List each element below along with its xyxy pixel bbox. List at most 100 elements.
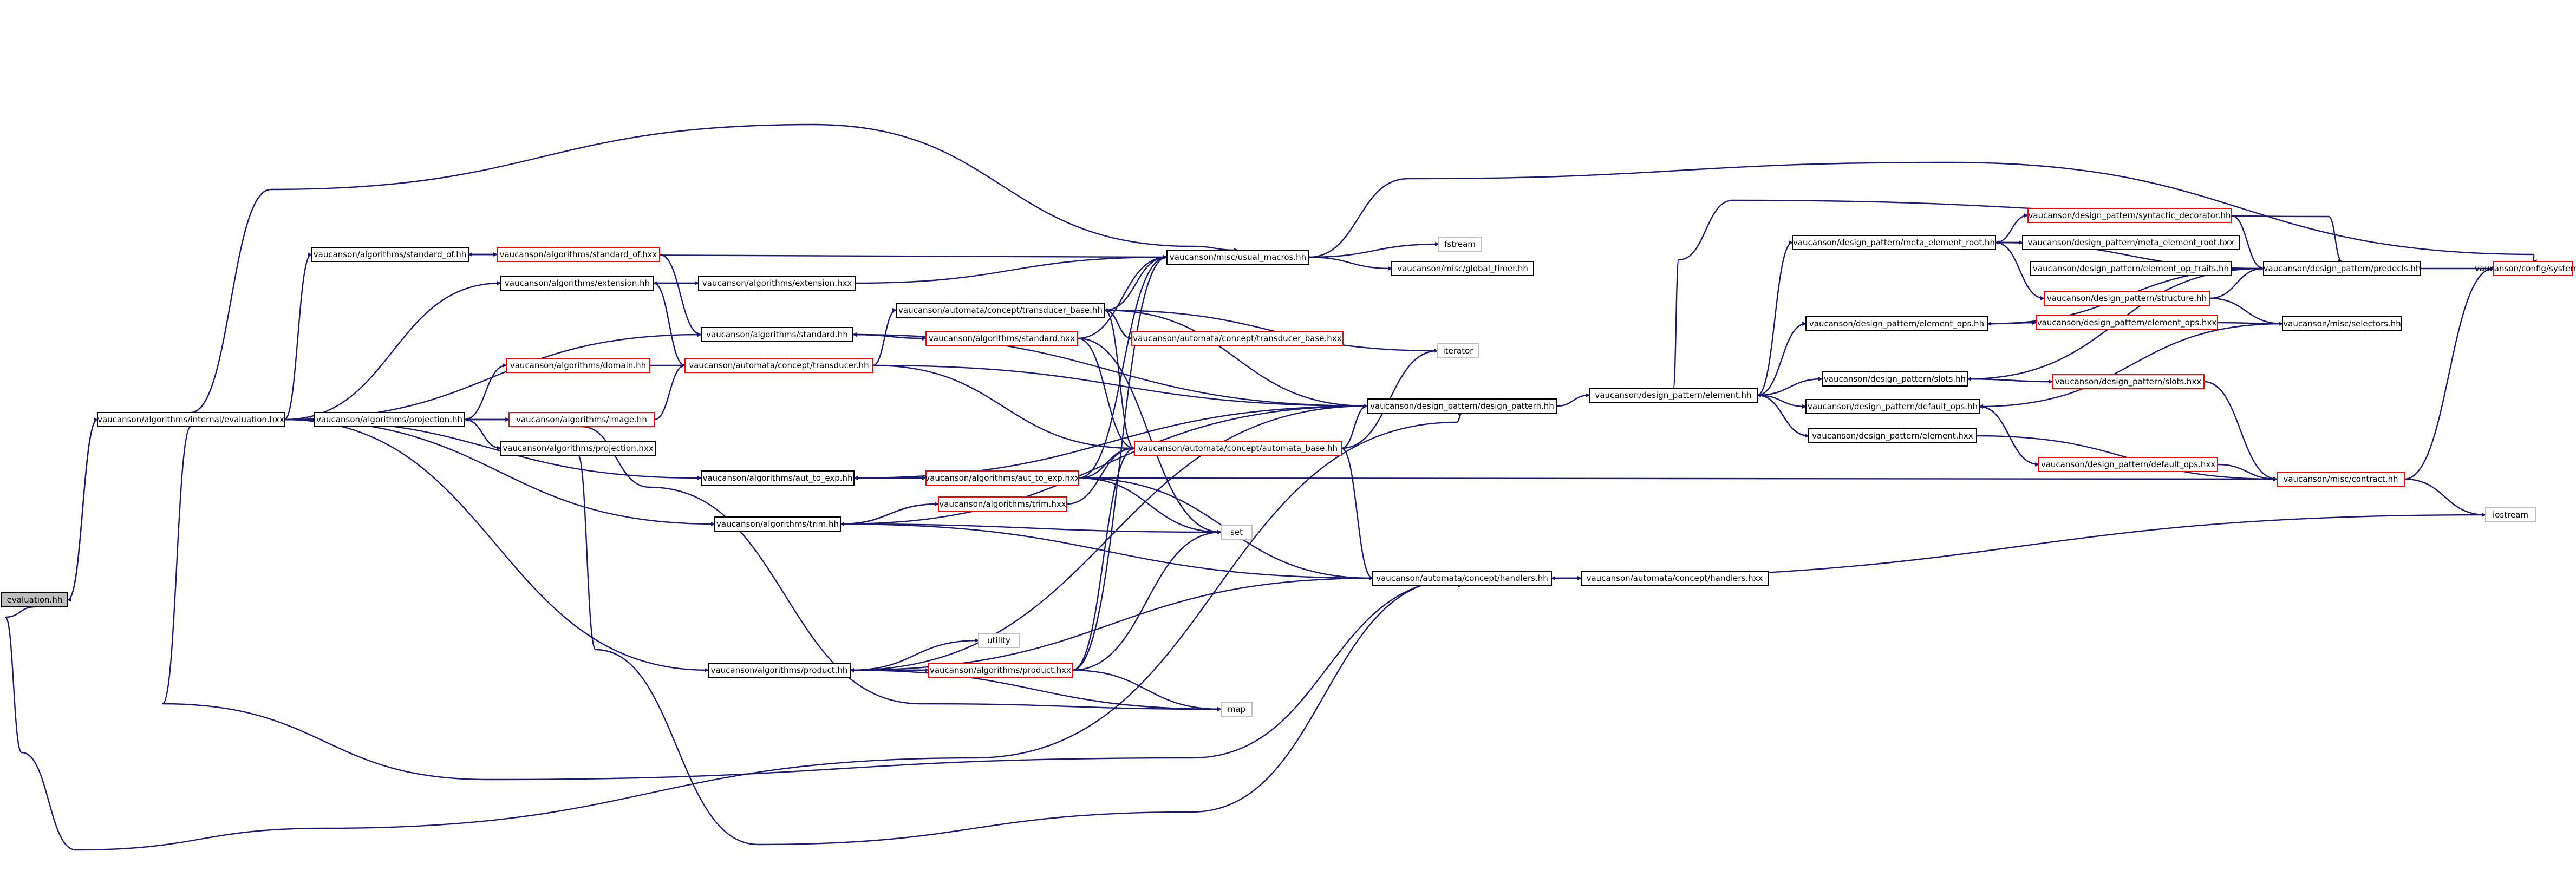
include-edge — [1077, 337, 1135, 450]
node-label: vaucanson/algorithms/product.hxx — [930, 665, 1071, 675]
node-label: vaucanson/design_pattern/slots.hh — [1824, 374, 1966, 384]
include-edge — [1979, 322, 2283, 408]
include-edge — [1308, 256, 1392, 271]
include-edge — [2209, 266, 2264, 299]
node-label: vaucanson/algorithms/extension.hh — [505, 278, 650, 288]
include-edge — [161, 426, 1464, 781]
node-box — [1221, 525, 1253, 540]
node-box — [896, 303, 1105, 318]
graph-node-structure[interactable]: vaucanson/design_pattern/structure.hh — [2044, 291, 2210, 306]
graph-node-iostream: iostream — [2485, 507, 2536, 522]
include-edge — [2209, 297, 2283, 326]
graph-node-ie[interactable]: vaucanson/algorithms/internal/evaluation… — [97, 412, 285, 427]
graph-node-ate-hh[interactable]: vaucanson/algorithms/aut_to_exp.hh — [701, 470, 855, 486]
node-label: vaucanson/design_pattern/element_ops.hh — [1809, 319, 1984, 329]
graph-node-map: map — [1221, 702, 1253, 717]
graph-node-ext-hh[interactable]: vaucanson/algorithms/extension.hh — [500, 276, 654, 291]
graph-node-dops-hxx[interactable]: vaucanson/design_pattern/default_ops.hxx — [2038, 457, 2218, 472]
node-box — [1221, 702, 1253, 717]
graph-node-element-hh[interactable]: vaucanson/design_pattern/element.hh — [1589, 388, 1758, 403]
node-label: vaucanson/algorithms/extension.hxx — [702, 278, 852, 288]
graph-node-usual[interactable]: vaucanson/misc/usual_macros.hh — [1166, 250, 1309, 265]
graph-node-eops-hh[interactable]: vaucanson/design_pattern/element_ops.hh — [1805, 316, 1988, 331]
include-edge — [67, 418, 98, 602]
graph-node-slots-hxx[interactable]: vaucanson/design_pattern/slots.hxx — [2052, 374, 2205, 389]
graph-node-mer-hxx[interactable]: vaucanson/design_pattern/meta_element_ro… — [2022, 235, 2240, 250]
include-edge — [1077, 337, 1222, 534]
node-box — [2036, 315, 2218, 330]
node-label: vaucanson/automata/concept/transducer_ba… — [1133, 333, 1341, 344]
include-edge — [1104, 309, 1438, 353]
graph-node-ext-hxx[interactable]: vaucanson/algorithms/extension.hxx — [698, 276, 856, 291]
graph-node-handlers-hh[interactable]: vaucanson/automata/concept/handlers.hh — [1372, 571, 1552, 586]
graph-node-image[interactable]: vaucanson/algorithms/image.hh — [508, 412, 655, 427]
include-edge — [577, 454, 1463, 846]
include-edge — [1672, 199, 2343, 389]
node-box — [701, 470, 855, 486]
include-edge — [1551, 513, 2486, 579]
include-edge — [1104, 308, 1132, 339]
include-edge — [1757, 240, 1793, 396]
node-label: fstream — [1444, 239, 1476, 249]
graph-node-dp[interactable]: vaucanson/design_pattern/design_pattern.… — [1367, 398, 1557, 414]
include-edge — [850, 404, 1368, 671]
include-edge — [850, 638, 979, 671]
graph-node-syn[interactable]: vaucanson/design_pattern/syntactic_decor… — [2027, 208, 2232, 223]
node-label: vaucanson/config/system.hh — [2475, 264, 2576, 273]
graph-node-proj-hxx[interactable]: vaucanson/algorithms/projection.hxx — [500, 441, 656, 456]
graph-node-prod-hh[interactable]: vaucanson/algorithms/product.hh — [708, 663, 851, 678]
graph-node-std-hh[interactable]: vaucanson/algorithms/standard.hh — [701, 327, 853, 342]
graph-node-ate-hxx[interactable]: vaucanson/algorithms/aut_to_exp.hxx — [925, 470, 1080, 486]
graph-node-tb-hxx[interactable]: vaucanson/automata/concept/transducer_ba… — [1131, 331, 1344, 346]
node-box — [684, 358, 873, 373]
graph-node-stdof-hh[interactable]: vaucanson/algorithms/standard_of.hh — [311, 247, 469, 262]
graph-node-trim-hh[interactable]: vaucanson/algorithms/trim.hh — [714, 516, 841, 532]
graph-node-config[interactable]: vaucanson/config/system.hh — [2475, 261, 2576, 276]
graph-node-mer-hh[interactable]: vaucanson/design_pattern/meta_element_ro… — [1792, 235, 1996, 250]
include-edge — [840, 503, 939, 526]
include-edge — [855, 255, 1168, 284]
graph-node-contract[interactable]: vaucanson/misc/contract.hh — [2277, 472, 2405, 487]
node-label: vaucanson/design_pattern/element.hxx — [1812, 431, 1973, 441]
graph-node-proj-hh[interactable]: vaucanson/algorithms/projection.hh — [314, 412, 465, 427]
include-edge — [1072, 530, 1222, 671]
graph-node-prod-hxx[interactable]: vaucanson/algorithms/product.hxx — [928, 663, 1073, 678]
include-edge — [840, 523, 1222, 534]
graph-node-timer[interactable]: vaucanson/misc/global_timer.hh — [1391, 261, 1534, 276]
node-label: set — [1230, 527, 1243, 537]
graph-node-selectors[interactable]: vaucanson/misc/selectors.hh — [2282, 316, 2402, 331]
graph-node-predecls[interactable]: vaucanson/design_pattern/predecls.hh — [2263, 261, 2421, 276]
node-box — [2038, 457, 2218, 472]
graph-node-eops-hxx[interactable]: vaucanson/design_pattern/element_ops.hxx — [2036, 315, 2218, 330]
node-label: vaucanson/algorithms/projection.hxx — [503, 443, 653, 453]
graph-node-slots-hh[interactable]: vaucanson/design_pattern/slots.hh — [1822, 371, 1968, 387]
node-label: vaucanson/automata/concept/transducer.hh — [689, 361, 869, 370]
include-edge — [1556, 393, 1590, 407]
include-edge — [284, 252, 312, 421]
node-box — [2030, 261, 2232, 276]
graph-node-eot[interactable]: vaucanson/design_pattern/element_op_trai… — [2030, 261, 2232, 276]
node-label: vaucanson/algorithms/aut_to_exp.hxx — [925, 473, 1079, 483]
graph-node-std-hxx[interactable]: vaucanson/algorithms/standard.hxx — [925, 331, 1078, 346]
node-box — [506, 358, 650, 373]
node-box — [1805, 316, 1988, 331]
node-box — [938, 496, 1067, 512]
node-box — [1822, 371, 1968, 387]
graph-node-ab[interactable]: vaucanson/automata/concept/automata_base… — [1134, 441, 1342, 456]
graph-node-transducer[interactable]: vaucanson/automata/concept/transducer.hh — [684, 358, 873, 373]
node-box — [1367, 398, 1557, 414]
graph-node-trim-hxx[interactable]: vaucanson/algorithms/trim.hxx — [938, 496, 1067, 512]
graph-node-set: set — [1221, 525, 1253, 540]
graph-node-element-hxx[interactable]: vaucanson/design_pattern/element.hxx — [1808, 428, 1977, 443]
include-edge — [1757, 393, 1809, 437]
include-edge — [1077, 255, 1168, 339]
include-edge — [464, 417, 501, 449]
node-label: vaucanson/automata/concept/handlers.hh — [1376, 573, 1548, 583]
graph-node-dops-hh[interactable]: vaucanson/design_pattern/default_ops.hh — [1805, 399, 1980, 414]
graph-node-tb-hh[interactable]: vaucanson/automata/concept/transducer_ba… — [896, 303, 1105, 318]
node-label: vaucanson/misc/usual_macros.hh — [1170, 252, 1306, 263]
include-edge — [1995, 213, 2029, 244]
graph-node-domain[interactable]: vaucanson/algorithms/domain.hh — [506, 358, 650, 373]
graph-node-handlers-hxx[interactable]: vaucanson/automata/concept/handlers.hxx — [1581, 571, 1769, 586]
graph-node-stdof-hxx[interactable]: vaucanson/algorithms/standard_of.hxx — [497, 247, 660, 262]
